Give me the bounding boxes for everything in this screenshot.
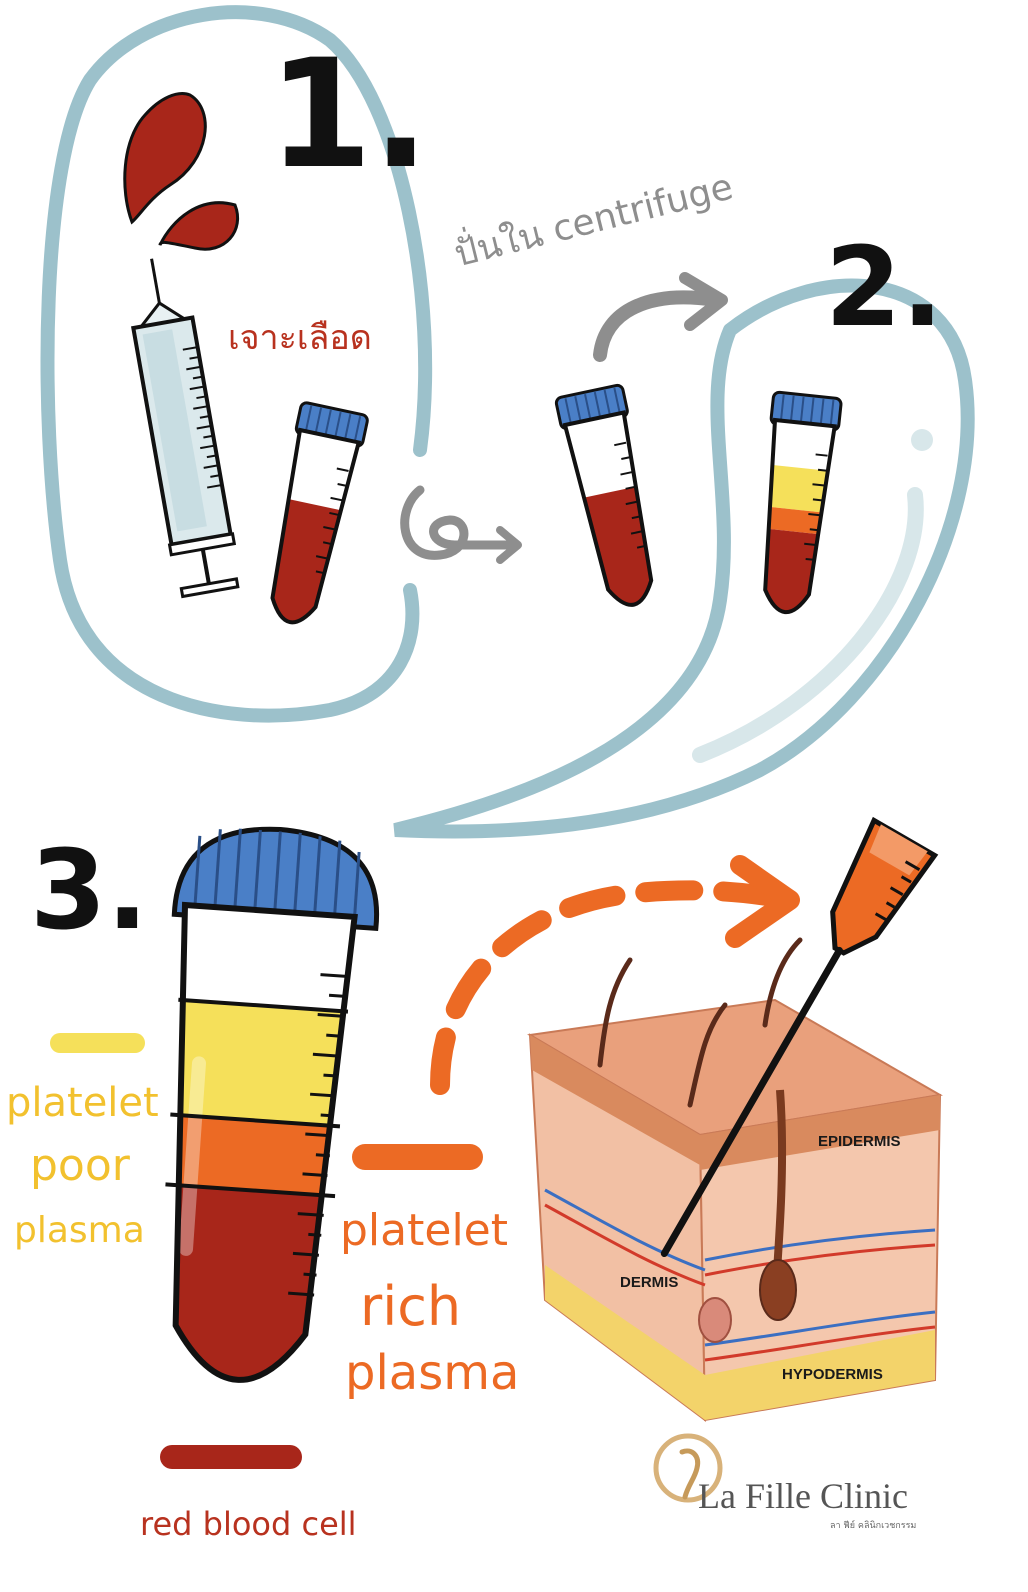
blood-drop-icon — [123, 92, 207, 225]
step-2-number: 2. — [825, 223, 944, 351]
curly-arrow-head-icon — [496, 526, 522, 564]
clinic-logo-emblem — [653, 1433, 723, 1503]
centrifuge-arrow-icon — [593, 290, 722, 362]
injection-arrow-head-icon — [725, 855, 800, 948]
rbc-label: red blood cell — [140, 1505, 357, 1543]
prp-separated-tube-icon — [152, 826, 380, 1386]
step-1-number: 1. — [268, 28, 430, 202]
step2-bubble-shine — [692, 487, 924, 763]
step-3-number: 3. — [30, 826, 149, 954]
clinic-logo-subtitle: ลา ฟีย์ คลินิกเวชกรรม — [830, 1521, 917, 1531]
centrifuge-tube-before-icon — [554, 383, 664, 611]
ppp-label-line3: plasma — [14, 1210, 145, 1251]
prp-label-line3: plasma — [345, 1345, 520, 1401]
clinic-logo-name: La Fille Clinic — [698, 1476, 908, 1516]
syringe-icon — [131, 258, 240, 599]
hypodermis-label: HYPODERMIS — [782, 1366, 883, 1383]
blood-tube-icon — [260, 401, 369, 629]
blood-draw-label: เจาะเลือด — [228, 318, 372, 358]
injection-syringe-icon — [660, 816, 939, 1258]
step2-bubble-outline — [393, 278, 975, 839]
centrifuge-arrow-head-icon — [679, 272, 728, 331]
dermis-label: DERMIS — [620, 1274, 679, 1291]
step2-bubble-shine-dot — [911, 429, 933, 451]
blood-drop-icon — [158, 201, 240, 251]
ppp-label-line1: platelet — [6, 1080, 159, 1126]
curly-arrow-icon — [400, 485, 520, 560]
ppp-label-line2: poor — [30, 1140, 130, 1191]
centrifuge-tube-after-icon — [755, 390, 843, 616]
skin-cross-section-illustration — [527, 937, 943, 1423]
epidermis-label: EPIDERMIS — [818, 1133, 901, 1150]
injection-arrow-icon — [430, 880, 800, 1095]
prp-label-line1: platelet — [340, 1205, 508, 1256]
prp-label-line2: rich — [360, 1275, 462, 1338]
step1-bubble-outline — [40, 5, 433, 723]
